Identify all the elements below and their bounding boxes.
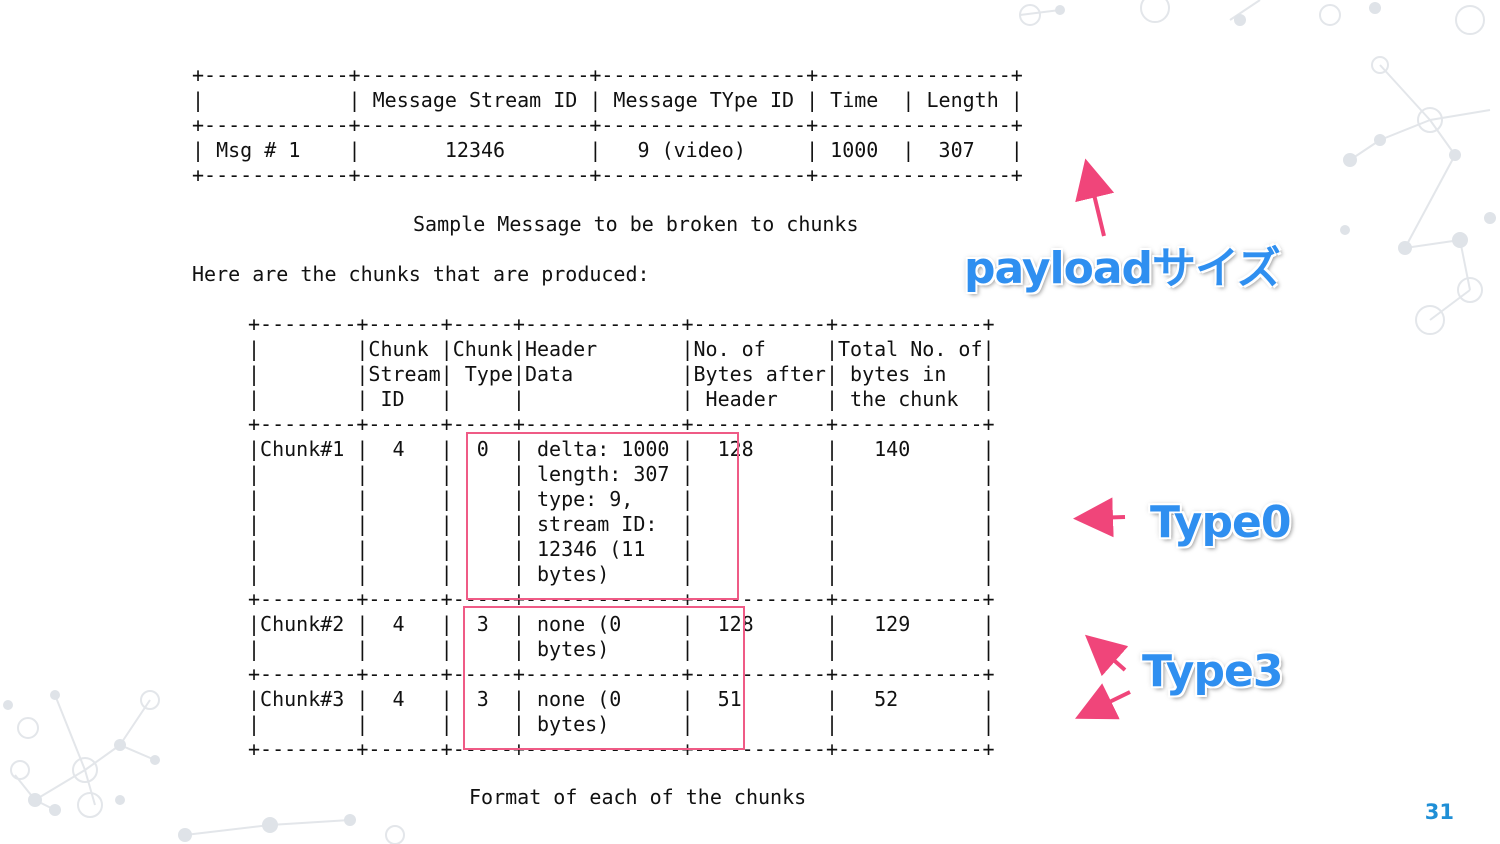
type3-annotation: Type3 [1142,646,1283,697]
chunk-table-line: | | | | type: 9, | | | [248,487,995,511]
chunk-table-line: | | | | bytes) | | | [248,637,995,661]
chunk-table-line: |Chunk#1 | 4 | 0 | delta: 1000 | 128 | 1… [248,437,995,461]
chunk-table-line: +--------+------+-----+-------------+---… [248,312,995,336]
chunks-intro-text: Here are the chunks that are produced: [192,262,650,286]
payload-size-annotation: payloadサイズ [964,243,1281,294]
type3-highlight-box [463,606,745,750]
message-table-line: +------------+-------------------+------… [192,113,1023,137]
page-number: 31 [1424,800,1454,824]
chunk-table-line: +--------+------+-----+-------------+---… [248,662,995,686]
type0-annotation: Type0 [1150,497,1291,548]
chunk-table-line: |Chunk#2 | 4 | 3 | none (0 | 128 | 129 | [248,612,995,636]
message-table-line: | Msg # 1 | 12346 | 9 (video) | 1000 | 3… [192,138,1023,162]
message-table-line: +------------+-------------------+------… [192,63,1023,87]
message-caption: Sample Message to be broken to chunks [413,212,859,236]
type0-arrow [1073,497,1126,538]
network-decoration-bottom-left [3,690,405,844]
message-table-line: | | Message Stream ID | Message TYpe ID … [192,88,1023,112]
message-table-line: +------------+-------------------+------… [192,163,1023,187]
chunk-caption: Format of each of the chunks [469,785,807,809]
chunk-table-line: | |Chunk |Chunk|Header |No. of |Total No… [248,337,995,361]
chunk-table-line: | | | | 12346 (11 | | | [248,537,995,561]
chunk-table-line: | | | | stream ID: | | | [248,512,995,536]
message-table: +------------+-------------------+------… [192,63,1023,188]
payload-arrow [1075,158,1115,237]
chunk-table-line: | |Stream| Type|Data |Bytes after| bytes… [248,362,995,386]
network-decoration-top-right [1019,0,1496,335]
type3-arrow-lower [1075,683,1131,720]
chunk-table-line: | | | | bytes) | | | [248,712,995,736]
chunk-table-line: |Chunk#3 | 4 | 3 | none (0 | 51 | 52 | [248,687,995,711]
chunk-table-line: | | ID | | | Header | the chunk | [248,387,995,411]
chunk-table-line: | | | | length: 307 | | | [248,462,995,486]
type0-highlight-box [466,432,739,600]
type3-arrow-upper [1084,634,1129,677]
chunk-table-line: | | | | bytes) | | | [248,562,995,586]
